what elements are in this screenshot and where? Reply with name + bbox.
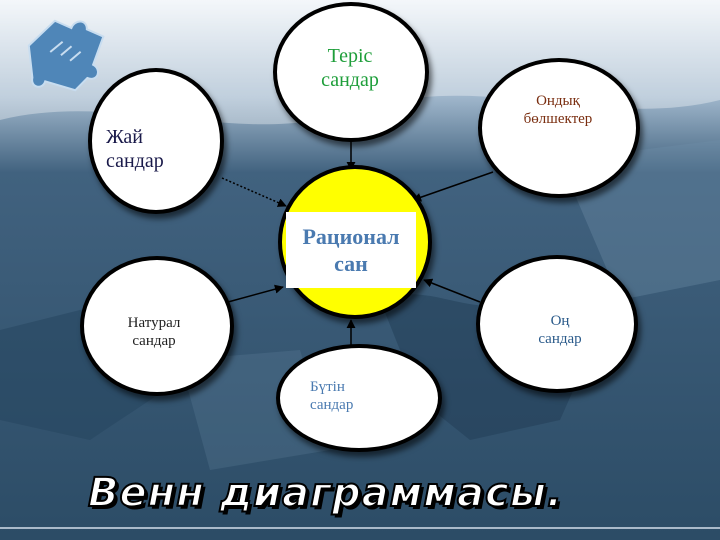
node-zhai-line2: сандар [106,150,164,172]
node-natural-label: Натурал сандар [102,314,206,350]
node-natural-line1: Натурал [127,315,181,331]
node-ondyk-line1: Ондық [536,93,580,109]
node-on-line2: сандар [538,331,582,347]
node-butin-label: Бүтін сандар [310,378,400,414]
node-teris-line2: сандар [321,69,379,91]
node-teris-label: Теріс сандар [305,44,395,92]
node-on-sandar [476,255,638,393]
node-on-label: Оң сандар [512,312,608,348]
node-zhai-sandar [88,68,224,214]
node-rational-line1: Рационал [302,223,400,249]
node-ondyk-label: Ондық бөлшектер [508,92,608,128]
bottom-divider [0,527,720,529]
node-ondyk-bolshekter [478,58,640,198]
node-butin-sandar [276,344,442,452]
node-ondyk-line2: бөлшектер [523,111,593,127]
node-natural-sandar [80,256,234,396]
node-teris-sandar [273,2,429,142]
node-zhai-label: Жай сандар [106,125,196,173]
node-teris-line1: Теріс [327,45,373,67]
node-natural-line2: сандар [132,333,176,349]
node-zhai-line1: Жай [106,126,144,148]
node-rational-label: Рационал сан [286,212,416,288]
slide-title: Венн диаграммасы. [87,469,564,517]
node-butin-line2: сандар [310,397,354,413]
node-on-line1: Оң [550,313,570,329]
node-rational-line2: сан [334,251,368,276]
node-butin-line1: Бүтін [310,379,345,395]
puzzle-piece-icon [27,19,105,92]
